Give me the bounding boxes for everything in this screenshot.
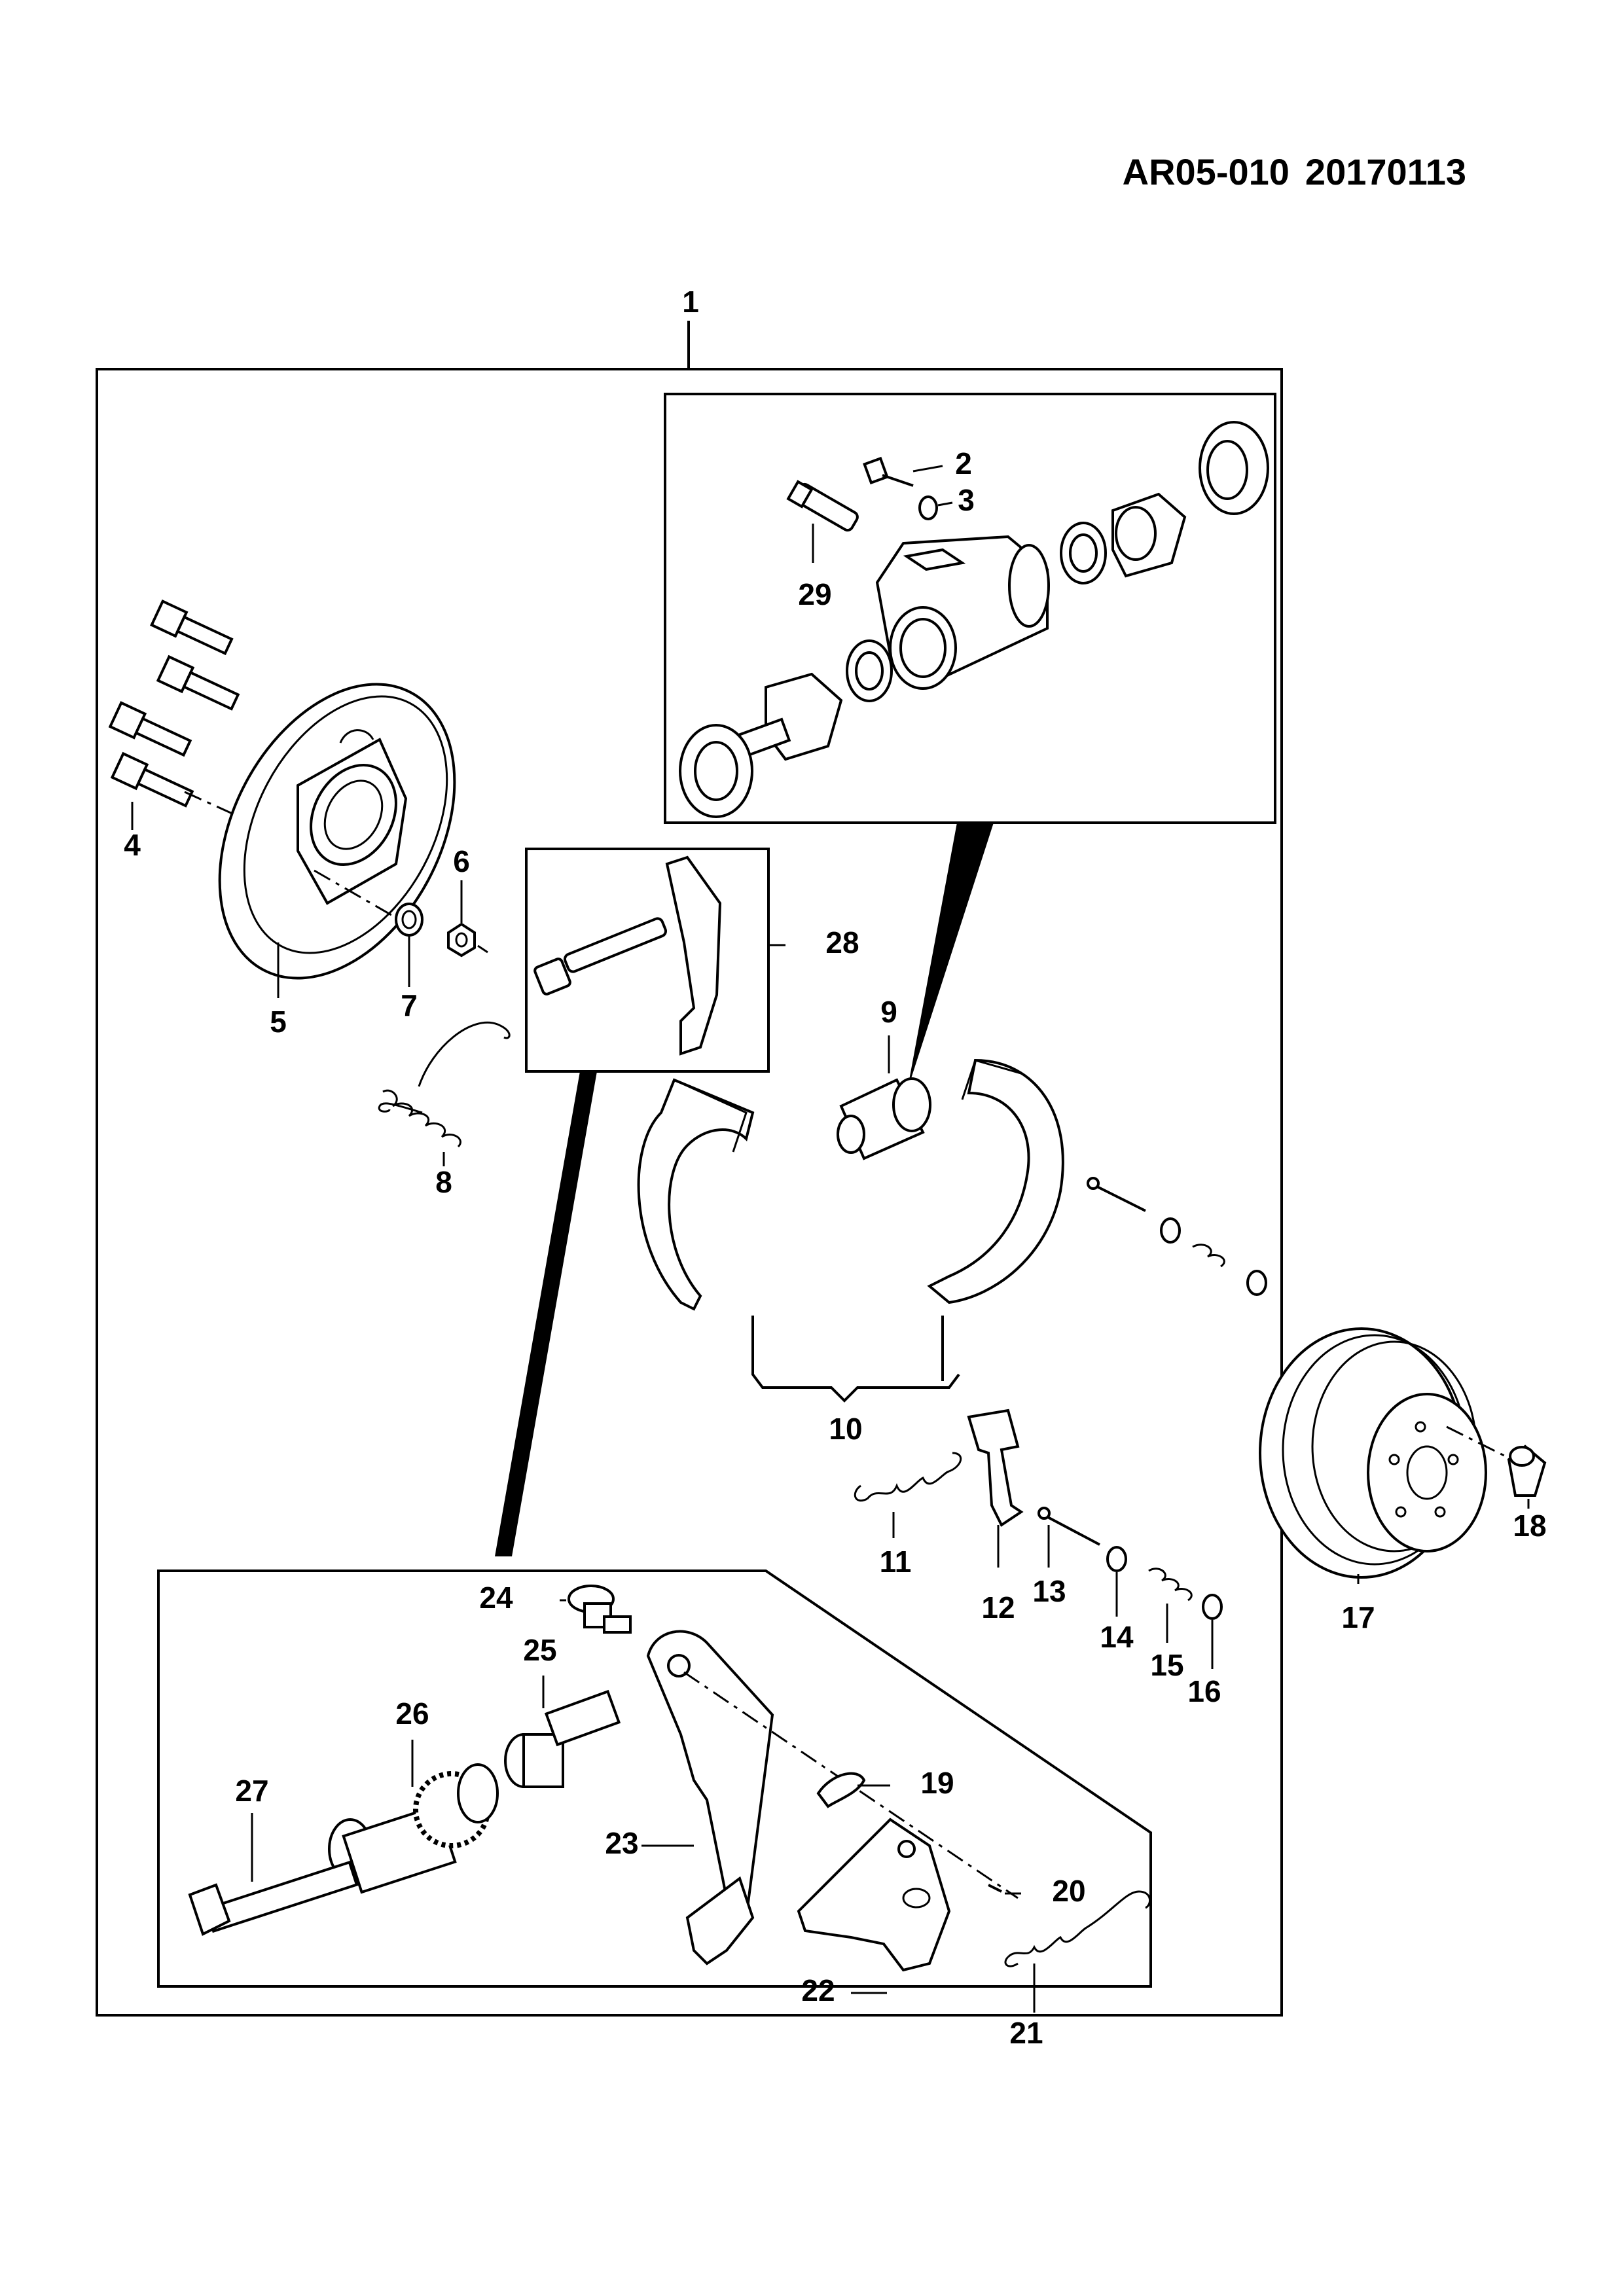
- nut-6: [447, 880, 488, 958]
- bleeder-bolt: [863, 456, 943, 487]
- parking-lever-inset: [157, 1570, 1152, 2013]
- callout-14: 14: [1100, 1620, 1134, 1654]
- diagram-header: AR05-010 20170113: [1123, 151, 1466, 192]
- callout-1: 1: [682, 285, 699, 319]
- callout-18: 18: [1513, 1509, 1546, 1543]
- park-lever-22: [797, 1818, 951, 1994]
- brake-shoe-right: [927, 1058, 1064, 1304]
- washer-7: [395, 903, 424, 987]
- pin-24: [560, 1585, 632, 1634]
- callout-10: 10: [829, 1412, 862, 1446]
- strut-12: [967, 1408, 1024, 1568]
- spring-21: [1004, 1890, 1151, 2013]
- callout-15: 15: [1150, 1648, 1183, 1682]
- callout-2: 2: [955, 446, 972, 480]
- brake-drum: [1259, 1327, 1487, 1584]
- callout-13: 13: [1032, 1574, 1066, 1608]
- callout-24: 24: [479, 1581, 513, 1615]
- cylinder-body: [875, 535, 1050, 690]
- mounting-bolts: [108, 599, 255, 830]
- callout-12: 12: [981, 1590, 1015, 1624]
- right-piston-parts: [1060, 421, 1269, 584]
- callout-3: 3: [958, 483, 975, 517]
- adjuster-wheel-26: [328, 1740, 499, 1894]
- callout-9: 9: [880, 995, 897, 1029]
- callout-27: 27: [235, 1774, 268, 1808]
- callout-4: 4: [124, 828, 141, 862]
- backing-plate: [218, 683, 456, 998]
- lever-23: [641, 1630, 774, 1965]
- backing-plate-group: [108, 599, 488, 998]
- callout-6: 6: [453, 844, 470, 878]
- wheel-cylinder-9: [837, 1035, 931, 1160]
- spring-15: [1148, 1568, 1193, 1643]
- callout-29: 29: [798, 577, 831, 611]
- hold-down-pin-upper: [1087, 1177, 1267, 1296]
- callout-16: 16: [1187, 1674, 1221, 1708]
- cup-16: [1202, 1594, 1223, 1669]
- callout-19: 19: [920, 1766, 954, 1800]
- wheel-cylinder-inset: [664, 393, 1276, 1090]
- callout-25: 25: [523, 1633, 556, 1667]
- left-piston-parts: [679, 639, 893, 818]
- bleeder-screw: [786, 480, 859, 563]
- assembly-frame: [96, 321, 1283, 2017]
- callout-26: 26: [395, 1696, 429, 1731]
- diagram-date: 20170113: [1305, 151, 1466, 192]
- callout-11: 11: [880, 1545, 912, 1579]
- brake-shoe-left: [637, 1078, 755, 1311]
- shoe-bracket-10: [751, 1316, 960, 1403]
- diagram-code: AR05-010: [1123, 151, 1290, 192]
- return-spring-8: [378, 1021, 511, 1166]
- callout-21: 21: [1009, 2016, 1043, 2050]
- drum-plug-18: [1446, 1426, 1547, 1509]
- pin-20: [988, 1884, 1021, 1895]
- adjuster-spring-11: [854, 1452, 962, 1538]
- clip-19: [816, 1772, 890, 1808]
- callout-28: 28: [825, 925, 859, 960]
- callout-8: 8: [435, 1165, 452, 1199]
- callout-23: 23: [605, 1826, 638, 1860]
- callout-22: 22: [801, 1973, 835, 2007]
- washer-3: [918, 495, 953, 520]
- callout-17: 17: [1341, 1600, 1375, 1634]
- hold-down-pin-13: [1038, 1507, 1100, 1568]
- callout-labels: 1 2 3 4 5 6 7 8 9 10 11 12 13 14 15 16 1…: [124, 285, 1546, 2050]
- callout-7: 7: [401, 988, 418, 1022]
- adjuster-nut-25: [504, 1676, 621, 1788]
- adjuster-inset: [495, 848, 785, 1556]
- callout-5: 5: [270, 1005, 287, 1039]
- adjuster-screw-27: [188, 1813, 359, 1936]
- cup-14: [1106, 1546, 1127, 1617]
- callout-20: 20: [1052, 1874, 1085, 1908]
